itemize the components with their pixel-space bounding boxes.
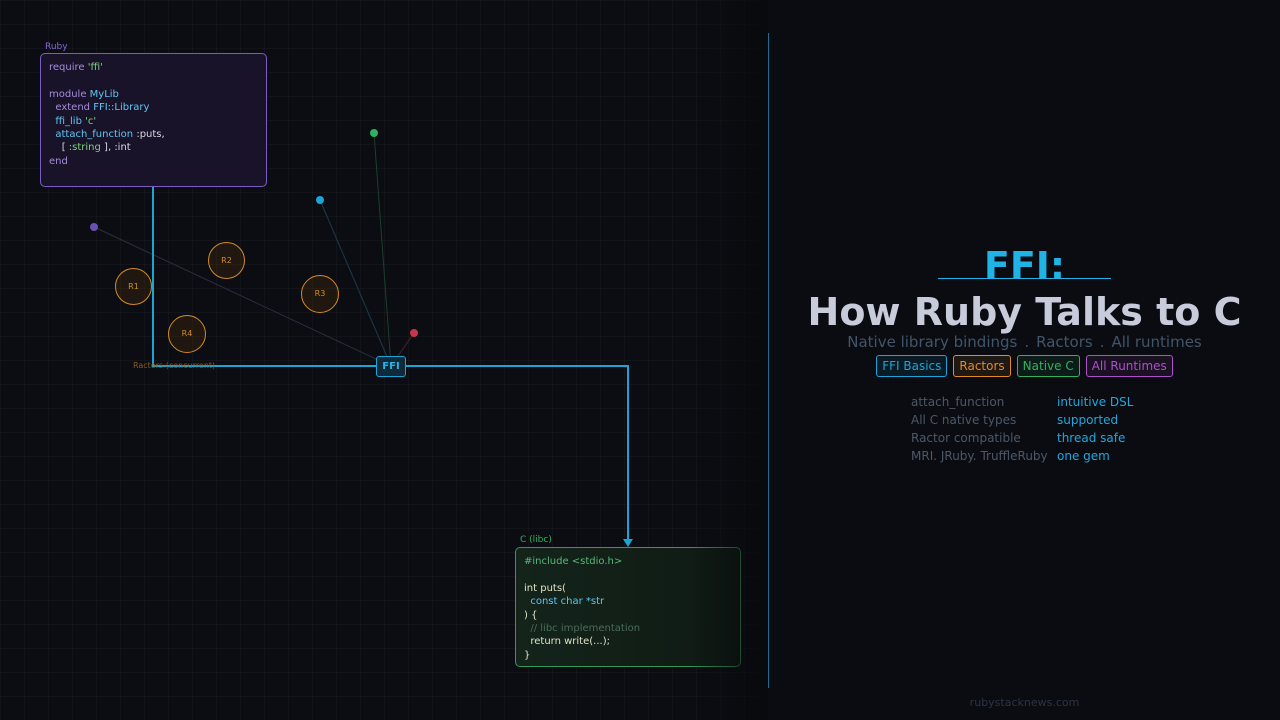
code-token: module bbox=[49, 88, 90, 100]
code-token: FFI::Library bbox=[93, 102, 150, 114]
panel-fade bbox=[690, 0, 768, 720]
code-token: int puts( bbox=[524, 582, 566, 594]
faint-link-green bbox=[373, 132, 392, 367]
ruby-code-box: require 'ffi'module MyLib extend FFI::Li… bbox=[40, 53, 267, 187]
ffi-node: FFI bbox=[376, 356, 406, 377]
code-line: attach_function :puts, bbox=[49, 128, 258, 141]
code-line: module MyLib bbox=[49, 88, 258, 101]
ruby-to-ffi-wire bbox=[152, 187, 376, 367]
title-panel: FFI: How Ruby Talks to C Native library … bbox=[769, 0, 1280, 720]
code-token: extend bbox=[49, 102, 94, 114]
tag-native-c[interactable]: Native C bbox=[1016, 355, 1080, 377]
dot-purple bbox=[90, 223, 98, 231]
ractor-label: R4 bbox=[181, 329, 193, 338]
code-line: ) { bbox=[524, 609, 732, 622]
code-token: :puts, bbox=[136, 128, 165, 140]
code-token: attach_function bbox=[49, 128, 137, 140]
feature-label: Ractor compatible bbox=[911, 431, 1021, 445]
subtitle-part: Ractors bbox=[1036, 333, 1093, 351]
code-token: #include <stdio.h> bbox=[524, 556, 623, 567]
tag-all-runtimes[interactable]: All Runtimes bbox=[1085, 355, 1173, 377]
feature-row: attach_function intuitive DSL bbox=[911, 393, 1133, 411]
ractor-r4: R4 bbox=[168, 315, 206, 353]
code-token: ) { bbox=[524, 609, 538, 621]
feature-list: attach_function intuitive DSL All C nativ… bbox=[911, 393, 1133, 465]
dot-red bbox=[410, 329, 418, 337]
title-line1: FFI: bbox=[983, 244, 1066, 288]
code-token: 'ffi' bbox=[87, 62, 103, 73]
dot-green bbox=[370, 129, 378, 137]
faint-link-purple bbox=[93, 226, 392, 367]
code-token: [ bbox=[49, 142, 69, 154]
feature-label: All C native types bbox=[911, 413, 1017, 427]
subtitle-part: All runtimes bbox=[1111, 333, 1202, 351]
feature-label: attach_function bbox=[911, 395, 1005, 409]
code-token: MyLib bbox=[89, 88, 119, 100]
code-token: const char *str bbox=[524, 596, 605, 608]
ractor-r1: R1 bbox=[115, 268, 152, 305]
ractors-caption: Ractors (concurrent) bbox=[133, 361, 216, 370]
diagram-connections bbox=[90, 129, 633, 547]
feature-row: MRI. JRuby. TruffleRuby one gem bbox=[911, 447, 1133, 465]
ractor-r2: R2 bbox=[208, 242, 245, 279]
ffi-to-c-wire bbox=[406, 365, 629, 541]
feature-label: MRI. JRuby. TruffleRuby bbox=[911, 449, 1048, 463]
tag-ractors[interactable]: Ractors bbox=[953, 355, 1011, 377]
subtitle: Native library bindings. Ractors. All runt… bbox=[769, 332, 1280, 352]
ractor-label: R2 bbox=[221, 256, 232, 265]
code-token: ffi_lib bbox=[49, 115, 86, 127]
code-line: return write(...); bbox=[524, 635, 732, 648]
ractor-label: R3 bbox=[314, 289, 326, 298]
tag-list: FFI Basics Ractors Native C All Runtimes bbox=[769, 355, 1280, 377]
code-token: } bbox=[524, 649, 531, 661]
code-token: return write(...); bbox=[524, 636, 610, 648]
code-line: end bbox=[49, 155, 258, 168]
code-line: const char *str bbox=[524, 595, 732, 608]
faint-link-blue bbox=[319, 199, 392, 367]
title-underline bbox=[938, 278, 1111, 279]
code-line: extend FFI::Library bbox=[49, 101, 258, 114]
feature-value: supported bbox=[1057, 413, 1119, 427]
code-line: [ :string ], :int bbox=[49, 141, 258, 154]
code-token: :string bbox=[68, 142, 101, 154]
ruby-caption: Ruby bbox=[45, 42, 68, 52]
feature-value: thread safe bbox=[1057, 431, 1126, 445]
code-line: // libc implementation bbox=[524, 622, 732, 635]
code-token: end bbox=[49, 155, 68, 167]
code-token: // libc implementation bbox=[524, 622, 641, 634]
diagram-panel: Ruby require 'ffi'module MyLib extend FF… bbox=[0, 0, 768, 720]
subtitle-part: Native library bindings bbox=[847, 333, 1018, 351]
code-line: } bbox=[524, 649, 732, 662]
code-token: 'c' bbox=[85, 115, 97, 127]
code-token: require bbox=[49, 62, 88, 73]
footer-site[interactable]: rubystacknews.com bbox=[969, 696, 1080, 709]
code-token: ], :int bbox=[100, 142, 131, 154]
title-line2: How Ruby Talks to C bbox=[807, 290, 1242, 334]
ractor-label: R1 bbox=[128, 282, 139, 291]
panel-divider bbox=[768, 33, 769, 688]
code-line: require 'ffi' bbox=[49, 61, 258, 74]
code-line: #include <stdio.h> bbox=[524, 555, 732, 568]
code-line bbox=[49, 74, 258, 87]
subtitle-separator: . bbox=[1024, 333, 1030, 351]
ractor-r3: R3 bbox=[301, 275, 339, 313]
dot-blue bbox=[316, 196, 324, 204]
feature-value: one gem bbox=[1057, 449, 1110, 463]
feature-row: Ractor compatible thread safe bbox=[911, 429, 1133, 447]
tag-ffi-basics[interactable]: FFI Basics bbox=[876, 355, 948, 377]
feature-value: intuitive DSL bbox=[1057, 395, 1134, 409]
feature-row: All C native types supported bbox=[911, 411, 1133, 429]
arrowhead-icon bbox=[623, 539, 633, 547]
subtitle-separator: . bbox=[1099, 333, 1105, 351]
code-line: int puts( bbox=[524, 582, 732, 595]
c-caption: C (libc) bbox=[520, 535, 552, 545]
code-line: ffi_lib 'c' bbox=[49, 115, 258, 128]
